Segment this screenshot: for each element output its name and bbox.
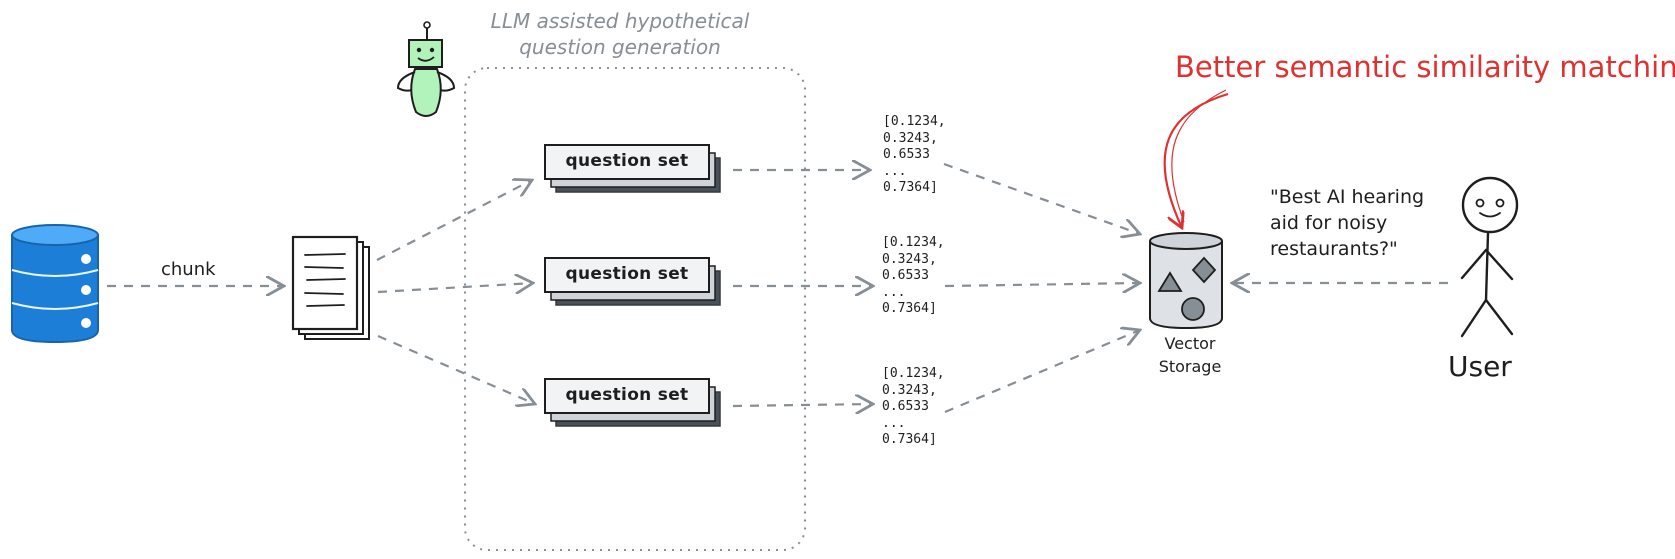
embedding-vector-2: [0.1234, 0.3243, 0.6533 ... 0.7364] <box>882 235 945 316</box>
database-icon <box>11 224 99 344</box>
question-set-card-3 <box>544 378 721 427</box>
vector1-to-storage-arrow <box>943 162 1140 234</box>
vector-storage-icon <box>1149 232 1223 330</box>
doc-to-qset2-arrow <box>377 283 533 292</box>
qset3-to-vector3-arrow <box>732 404 873 406</box>
user-query: "Best AI hearing aid for noisy restauran… <box>1270 186 1425 260</box>
callout-arrow <box>1163 92 1229 228</box>
embedding-vector-3: [0.1234, 0.3243, 0.6533 ... 0.7364] <box>882 366 945 447</box>
vector-storage-label: Vector Storage <box>1158 334 1222 376</box>
question-generation-region <box>464 67 806 551</box>
region-title: LLM assisted hypothetical question gener… <box>490 9 750 59</box>
question-set-label-2: question set <box>565 264 689 284</box>
question-set-label-1: question set <box>565 151 689 171</box>
vector3-to-storage-arrow <box>944 330 1140 414</box>
question-set-card-1 <box>544 144 721 193</box>
user-icon <box>1460 176 1519 338</box>
doc-to-qset3-arrow <box>377 334 535 404</box>
vector2-to-storage-arrow <box>944 283 1140 286</box>
question-set-card-2 <box>544 257 721 306</box>
document-icon <box>291 235 370 340</box>
doc-to-qset1-arrow <box>376 180 532 261</box>
user-label: User <box>1448 350 1512 383</box>
embedding-vector-1: [0.1234, 0.3243, 0.6533 ... 0.7364] <box>883 114 946 195</box>
callout-text: Better semantic similarity matching! <box>1175 50 1675 84</box>
question-set-label-3: question set <box>565 385 689 405</box>
chunk-label: chunk <box>161 259 216 280</box>
robot-icon <box>396 21 456 117</box>
